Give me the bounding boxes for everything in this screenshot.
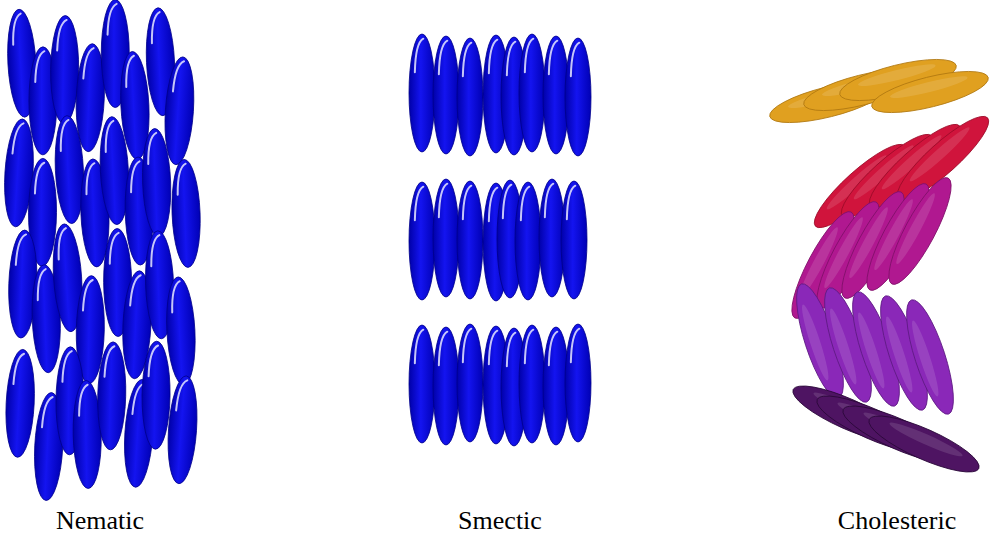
rod-molecule: [409, 182, 435, 300]
rod-molecule: [433, 327, 459, 445]
phase-caption: Cholesteric: [838, 507, 956, 536]
rod-molecule: [3, 349, 36, 458]
rod-molecule: [515, 182, 541, 300]
rod-molecule: [565, 38, 591, 156]
smectic-molecules: [409, 34, 591, 446]
rod-molecule: [409, 34, 435, 152]
rod-molecule: [141, 341, 170, 449]
rod-molecule: [162, 56, 197, 166]
rod-molecule: [141, 128, 173, 237]
phase-caption: Nematic: [56, 507, 144, 536]
rod-molecule: [565, 324, 591, 442]
rod-molecule: [457, 38, 483, 156]
rod-molecule: [519, 325, 545, 443]
rod-molecule: [96, 342, 127, 451]
rod-molecule: [863, 406, 985, 482]
rod-molecule: [50, 15, 79, 123]
rod-molecule: [164, 276, 198, 385]
rod-molecule: [868, 63, 992, 121]
rod-molecule: [409, 325, 435, 443]
rod-molecule: [433, 36, 459, 154]
rod-molecule: [165, 375, 200, 485]
rod-molecule: [457, 324, 483, 442]
rod-molecule: [457, 181, 483, 299]
phase-caption: Smectic: [458, 507, 542, 536]
rod-molecule: [433, 179, 459, 297]
cholesteric-molecules: [766, 51, 997, 482]
rod-molecule: [170, 159, 202, 268]
rod-molecule: [879, 171, 962, 291]
rod-molecule: [561, 181, 587, 299]
nematic-molecules: [2, 0, 202, 501]
rod-molecule: [519, 34, 545, 152]
rod-molecule: [897, 295, 963, 418]
